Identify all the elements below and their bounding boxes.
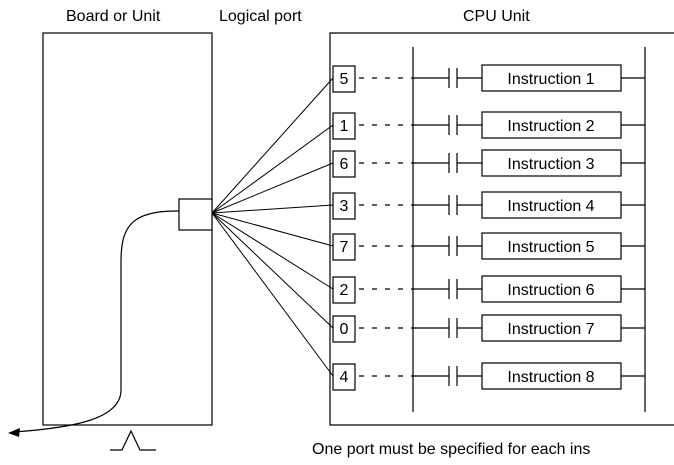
instruction-label: Instruction 2 [507,118,594,135]
fan-line [211,77,334,214]
port-number: 6 [340,156,349,173]
port-box [332,233,356,261]
instruction-box [481,191,622,219]
instruction-label: Instruction 4 [507,198,594,215]
instruction-label: Instruction 1 [507,71,594,88]
port-box [332,276,356,304]
port-number: 2 [340,282,349,299]
fan-line [211,212,334,290]
port-number: 7 [340,239,349,256]
port-number: 0 [340,321,349,338]
logical-port-label: Logical port [219,8,302,25]
fan-line [211,162,334,214]
port-box [332,363,356,391]
instruction-box [481,314,622,342]
port-box [332,150,356,178]
instruction-label: Instruction 3 [507,156,594,173]
fan-line [211,212,334,329]
instruction-label: Instruction 8 [507,369,594,386]
port-number: 3 [340,198,349,215]
footnote-text: One port must be specified for each ins [312,441,591,458]
board-connector [178,198,213,231]
instruction-box [481,362,622,390]
port-box [332,192,356,220]
cable-arrowhead [8,428,20,437]
instruction-label: Instruction 5 [507,239,594,256]
instruction-box [481,111,622,139]
instruction-label: Instruction 6 [507,282,594,299]
fan-line [211,212,334,247]
port-box [332,315,356,343]
cable-line [13,210,180,433]
fan-line [211,212,334,377]
port-number: 4 [340,369,349,386]
fan-line [211,204,334,214]
instruction-label: Instruction 7 [507,321,594,338]
instruction-box [481,149,622,177]
port-number: 1 [340,118,349,135]
board-or-unit-label: Board or Unit [66,8,161,25]
cpu-unit-box [329,32,674,426]
cpu-unit-label: CPU Unit [463,8,530,25]
fan-line [211,124,334,214]
bracket-shape [110,429,156,451]
port-box [332,65,356,93]
instruction-box [481,275,622,303]
port-number: 5 [340,71,349,88]
port-box [332,112,356,140]
